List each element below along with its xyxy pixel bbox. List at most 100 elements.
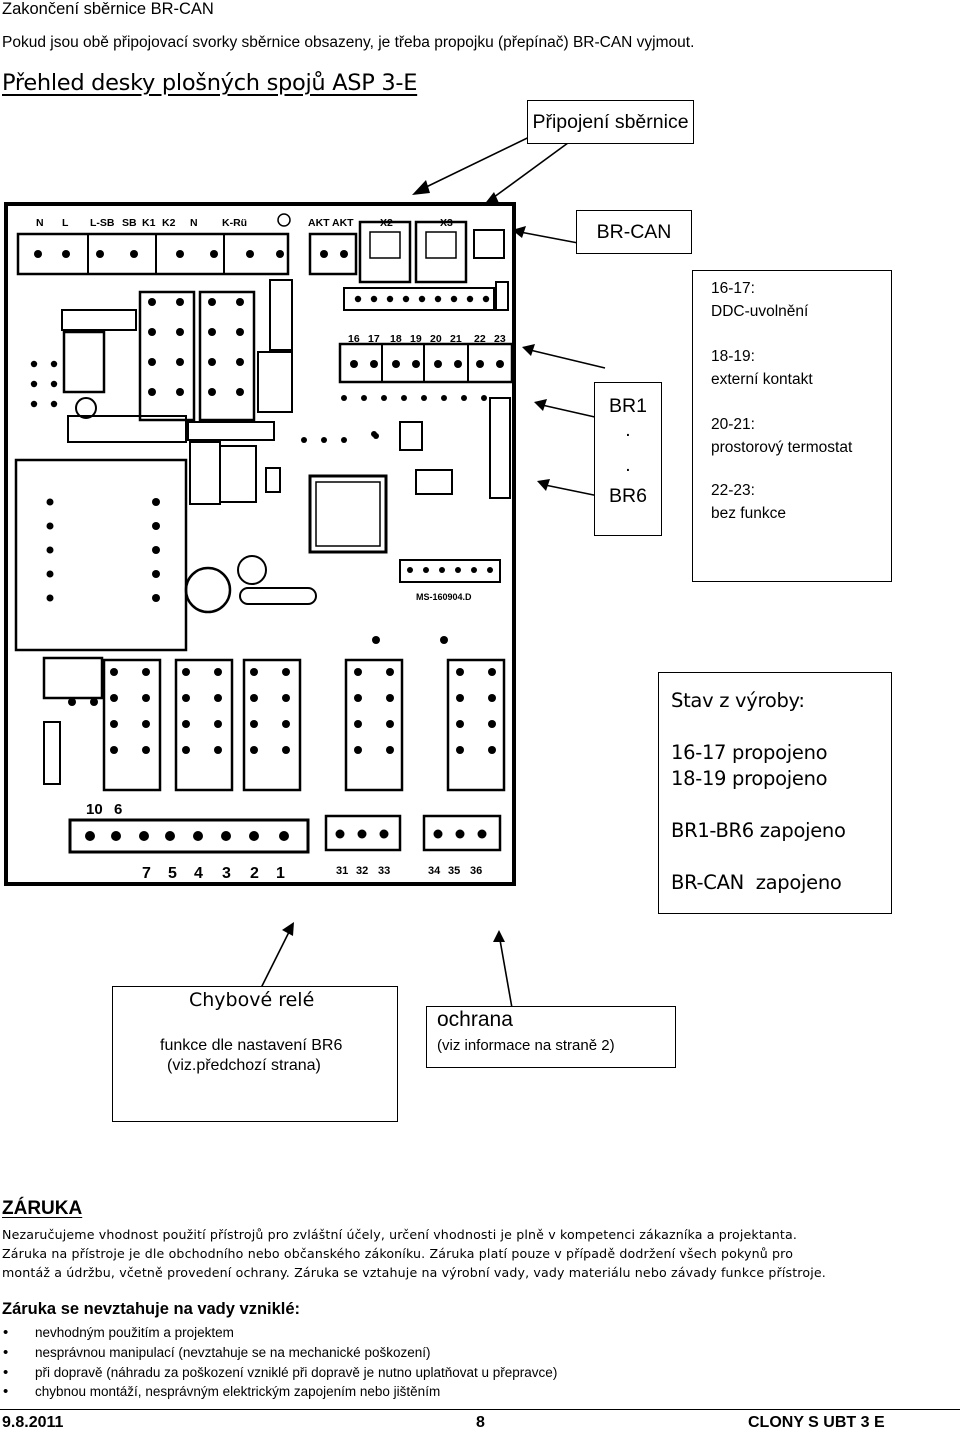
pcb-pad [110,746,118,754]
protection-callout: ochrana (viz informace na straně 2) [426,1006,676,1068]
pcb-pad [386,746,394,754]
pcb-bottom-number: 2 [250,865,259,882]
pcb-top-label: K1 [142,217,156,229]
pcb-pad [471,567,477,573]
factory-state-line-1: 16-17 propojeno [671,741,828,764]
pcb-pad [208,358,216,366]
pcb-pad [341,437,347,443]
pcb-terminal-number: 34 [428,865,441,877]
pcb-terminal-number: 19 [410,333,422,345]
pcb-pad [340,250,348,258]
pcb-pad [441,395,447,401]
pcb-pad [455,567,461,573]
pcb-terminal-number: 16 [348,333,360,345]
pcb-terminal-number: 21 [450,333,462,345]
pcb-pad [68,698,76,706]
pcb-pad [176,328,184,336]
pcb-pad [152,570,160,578]
pcb-pad [214,720,222,728]
pcb-pad [50,360,58,368]
pcb-pad [488,694,496,702]
pcb-bottom-number: 5 [168,865,177,882]
pcb-pad [476,360,484,368]
pcb-bottom-number: 4 [194,865,203,882]
pcb-pad [455,829,465,839]
bus-connection-label: Připojení sběrnice [532,110,689,133]
br-range-callout: BR1 . . BR6 [594,382,662,536]
pcb-pad [208,298,216,306]
pcb-pad [152,522,160,530]
pcb-pad [30,380,38,388]
pcb-pad [182,694,190,702]
pcb-pad [282,746,290,754]
pcb-pad [62,250,70,258]
pcb-pad [370,295,378,303]
footer-page-number: 8 [476,1414,485,1431]
footer-rule [0,1409,960,1410]
footer-date: 9.8.2011 [2,1414,64,1431]
pcb-pad [46,546,54,554]
warranty-paragraph-1: Nezaručujeme vhodnost použití přístrojů … [2,1227,798,1242]
pcb-pad [488,668,496,676]
pcb-pad [440,636,448,644]
fault-relay-line-1: funkce dle nastavení BR6 [160,1037,343,1054]
pcb-pad [176,358,184,366]
pcb-bottom-number: 3 [222,865,231,882]
protection-title: ochrana [437,1008,513,1031]
pcb-pad [335,829,345,839]
pcb-pad [282,720,290,728]
board-code: MS-160904.D [416,592,472,602]
exclusions-heading: Záruka se nevztahuje na vady vzniklé: [2,1300,301,1318]
pcb-pad [236,328,244,336]
pcb-pad [96,250,104,258]
pcb-pad [373,433,379,439]
br-dot-2: . [625,454,631,476]
pcb-pad [456,694,464,702]
pcb-terminal-number: 33 [378,865,390,877]
microcontroller [308,474,388,554]
rj-jack-x3 [414,220,468,284]
pcb-pad [372,636,380,644]
pcb-pad [214,746,222,754]
factory-state-line-4: BR-CAN zapojeno [671,871,842,894]
terminal-block-34-36 [422,814,502,852]
pcb-pad [354,295,362,303]
pcb-pad [142,746,150,754]
pcb-pad [152,594,160,602]
pcb-pad [481,395,487,401]
pcb-pad [412,360,420,368]
pcb-pad [110,694,118,702]
pcb-pad [152,546,160,554]
pcb-pad [139,831,149,841]
terminal-block-akt [308,232,358,276]
list-item: nevhodným použitím a projektem [0,1323,900,1343]
pcb-pad [354,746,362,754]
pcb-top-label: X3 [440,217,453,229]
pcb-pad [46,522,54,530]
pcb-pad [110,668,118,676]
page-title: Zakončení sběrnice BR-CAN [2,0,214,18]
pcb-pad [461,395,467,401]
pcb-pad [477,829,487,839]
pcb-pad [165,831,175,841]
pcb-pad [357,829,367,839]
factory-state-line-2: 18-19 propojeno [671,767,828,790]
list-item: chybnou montáží, nesprávným elektrickým … [0,1382,900,1402]
pcb-top-label: X2 [380,217,393,229]
pcb-pad [433,829,443,839]
pcb-pad [450,295,458,303]
warranty-paragraph-2b: montáž a údržbu, včetně provedení ochran… [2,1265,826,1280]
pcb-terminal-number: 20 [430,333,442,345]
terminals-callout: 16-17: DDC-uvolnění 18-19: externí konta… [692,270,892,582]
pcb-pad [276,250,284,258]
pcb-pad [454,360,462,368]
pcb-pad [182,746,190,754]
pcb-pad [236,358,244,366]
pcb-pad [142,694,150,702]
pcb-pad [90,698,98,706]
pcb-pad [210,250,218,258]
terminal-20-21: 20-21: prostorový termostat [711,416,853,456]
pcb-pad [236,298,244,306]
pcb-terminal-number: 18 [390,333,402,345]
pcb-terminal-number: 36 [470,865,482,877]
